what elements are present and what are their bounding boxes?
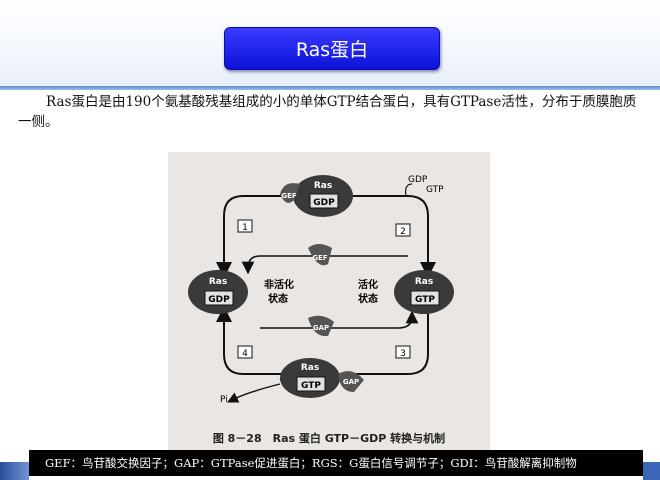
step-1-marker	[237, 219, 253, 233]
step-3-marker	[395, 345, 411, 359]
gef-top-shape	[280, 183, 300, 203]
arrow-top-right	[348, 195, 436, 278]
step-2-marker	[395, 223, 411, 237]
gdp-left-box	[204, 290, 234, 306]
gef-middle-shape	[308, 244, 332, 266]
gef-top-label: GEF	[281, 192, 297, 200]
bottom-strip-right	[643, 462, 660, 480]
step-2-label: 2	[400, 227, 406, 237]
ras-bottom-label: Ras	[301, 363, 319, 373]
page-title: Ras蛋白	[295, 39, 369, 61]
step-3-label: 3	[400, 349, 406, 359]
gtp-right-box	[410, 290, 440, 306]
pi-label: Pi	[220, 395, 228, 405]
ras-cycle-diagram: Ras GDP GEF GDP GTP 1 2 3 4 GEF Ras GDP …	[168, 152, 490, 450]
header-rule	[0, 86, 660, 90]
gtp-enter-label: GTP	[426, 185, 444, 195]
arrow-bottom-right	[358, 310, 429, 375]
inactive-label-1: 非活化	[264, 278, 294, 291]
bottom-strip-left	[0, 462, 29, 480]
gap-bottom-label: GAP	[343, 378, 359, 386]
ras-right-label: Ras	[415, 277, 433, 287]
figure-caption: 图 8－28 Ras 蛋白 GTP－GDP 转换与机制	[213, 431, 445, 445]
gtp-bottom-box	[296, 376, 326, 392]
active-label-2: 状态	[358, 292, 378, 305]
gef-middle-label: GEF	[312, 254, 328, 262]
ras-left-label: Ras	[209, 277, 227, 287]
inactive-label-2: 状态	[268, 292, 288, 305]
arrow-bottom-left	[216, 306, 358, 375]
gdp-top-label: GDP	[313, 198, 335, 208]
intro-paragraph: Ras蛋白是由190个氨基酸残基组成的小的单体GTP结合蛋白，具有GTPase活…	[18, 94, 637, 130]
ras-cycle-figure: Ras GDP GEF GDP GTP 1 2 3 4 GEF Ras GDP …	[168, 152, 490, 450]
inner-gap-path	[260, 310, 419, 329]
step-4-label: 4	[242, 349, 248, 359]
gdp-left-label: GDP	[208, 295, 230, 305]
gap-middle-shape	[308, 315, 334, 337]
step-1-label: 1	[242, 223, 248, 233]
arrow-top-left	[216, 195, 308, 278]
gap-middle-label: GAP	[313, 324, 329, 332]
gtp-right-label: GTP	[415, 295, 435, 305]
gtp-bottom-label: GTP	[301, 381, 321, 391]
inner-gef-path	[241, 255, 408, 275]
ras-top-label: Ras	[314, 181, 332, 191]
footer-text: GEF：鸟苷酸交换因子；GAP：GTPase促进蛋白；RGS：G蛋白信号调节子；…	[45, 456, 577, 470]
footer-bar: GEF：鸟苷酸交换因子；GAP：GTPase促进蛋白；RGS：G蛋白信号调节子；…	[29, 450, 643, 476]
step-4-marker	[237, 345, 253, 359]
gdp-top-box	[309, 193, 339, 209]
active-label-1: 活化	[358, 278, 378, 291]
gap-bottom-shape	[338, 371, 364, 392]
gdp-release-label: GDP	[408, 175, 428, 185]
title-box: Ras蛋白	[224, 27, 440, 70]
